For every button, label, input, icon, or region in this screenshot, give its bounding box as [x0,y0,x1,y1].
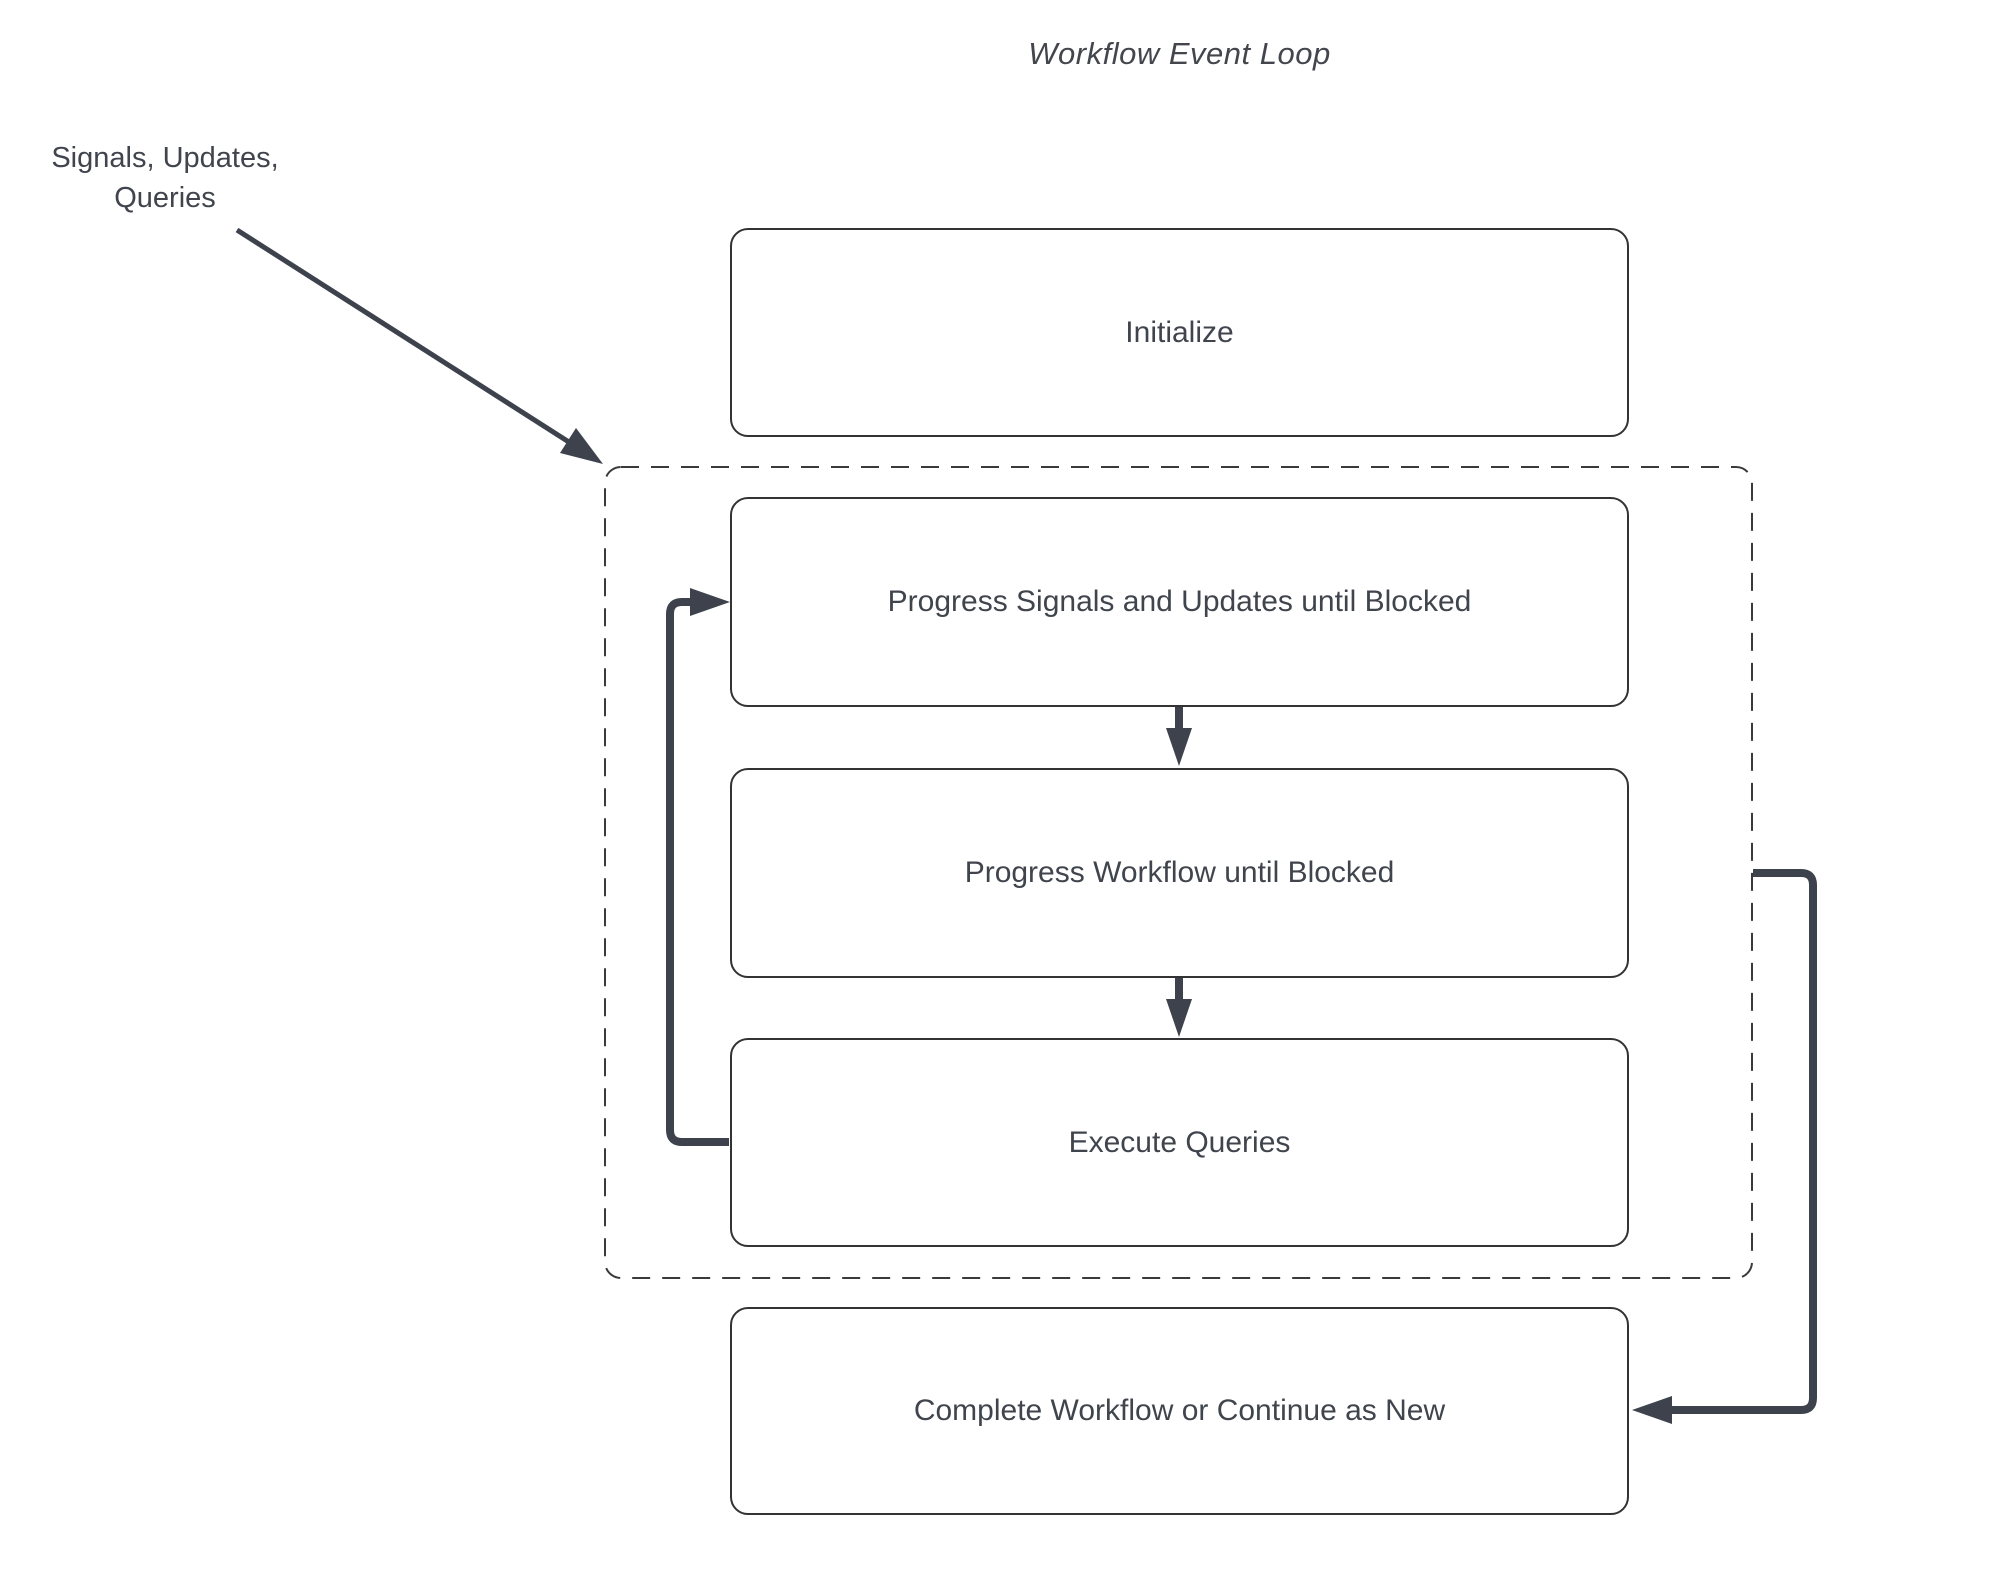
arrowhead-icon [1166,999,1192,1037]
annotation-line-2: Queries [114,182,216,214]
node-label: Initialize [1125,315,1234,349]
arrowhead-icon [1632,1396,1672,1424]
loop-back-arrow [666,588,730,1146]
arrowhead-icon [1166,728,1192,766]
node-label: Progress Workflow until Blocked [964,856,1395,889]
node-execute-queries: Execute Queries [730,1038,1629,1247]
annotation-signals-updates-queries: Signals, Updates, Queries [20,138,310,218]
arrowhead-icon [690,588,730,616]
node-label: Complete Workflow or Continue as New [913,1394,1446,1427]
diagram-title: Workflow Event Loop [1028,36,1331,71]
exit-arrow [1632,869,1817,1424]
down-arrow-workflow-to-queries [1166,978,1192,1037]
arrowhead-icon [560,428,603,464]
annotation-arrow [235,227,603,464]
down-arrow-signals-to-workflow [1166,707,1192,766]
node-label: Progress Signals and Updates until Block… [887,585,1472,618]
node-progress-signals: Progress Signals and Updates until Block… [730,497,1629,707]
node-initialize: Initialize [730,228,1629,437]
node-label: Execute Queries [1068,1125,1291,1159]
annotation-line-1: Signals, Updates, [51,142,279,174]
node-complete: Complete Workflow or Continue as New [730,1307,1629,1515]
node-progress-workflow: Progress Workflow until Blocked [730,768,1629,978]
